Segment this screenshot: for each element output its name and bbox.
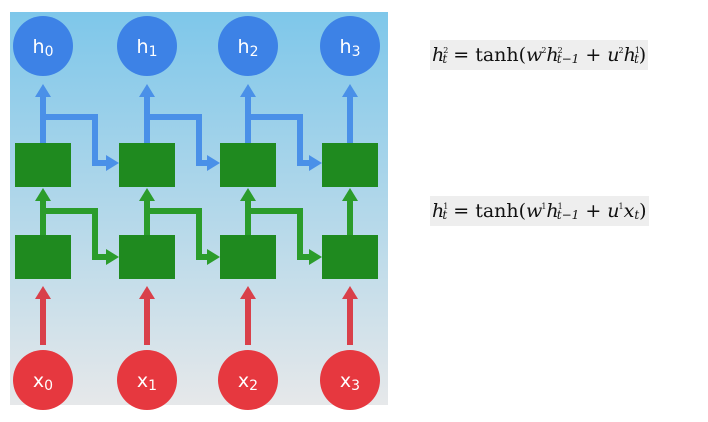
- layer1-cell-3: [322, 235, 378, 279]
- layer1-recurrent-arrow-1-head: [207, 249, 220, 265]
- input-label-1: x1: [137, 370, 157, 394]
- input-arrow-1-head: [139, 286, 155, 299]
- output-arrow-1-head: [139, 84, 155, 97]
- hidden-state-circle-2: [218, 16, 278, 76]
- layer1-recurrent-arrow-2-head: [309, 249, 322, 265]
- layer1-recurrent-arrow-1-line: [147, 208, 207, 260]
- layer2-cell-3: [322, 143, 378, 187]
- layer2-recurrent-arrow-1-line: [147, 114, 207, 166]
- input-arrow-1: [139, 286, 155, 345]
- input-circle-0: [13, 350, 73, 410]
- output-arrow-2-head: [240, 84, 256, 97]
- input-arrow-2: [240, 286, 256, 345]
- input-arrow-2-head: [240, 286, 256, 299]
- hidden-state-label-1: h1: [137, 36, 158, 60]
- equation-top: h2t = tanh(w2h2t−1 + u2h1t): [430, 40, 649, 70]
- output-arrow-0: [35, 84, 51, 143]
- layer2-recurrent-arrow-2-line: [248, 114, 309, 166]
- input-circle-3: [320, 350, 380, 410]
- input-circle-2: [218, 350, 278, 410]
- layer2-cell-2: [220, 143, 276, 187]
- layer2-recurrent-arrow-2-head: [309, 155, 322, 171]
- input-label-3: x3: [340, 370, 360, 394]
- input-arrow-3: [342, 286, 358, 345]
- layer1-to-layer2-arrow-2-head: [240, 188, 256, 201]
- layer1-to-layer2-arrow-2: [240, 188, 256, 235]
- hidden-state-label-2: h2: [238, 36, 259, 60]
- output-arrow-3-head: [342, 84, 358, 97]
- layer2-cell-1: [119, 143, 175, 187]
- output-arrow-3: [342, 84, 358, 143]
- layer2-recurrent-arrow-2: [248, 114, 322, 171]
- output-arrow-1: [139, 84, 155, 143]
- equation-bottom: h1t = tanh(w1h1t−1 + u1xt): [430, 196, 649, 226]
- input-arrow-0: [35, 286, 51, 345]
- hidden-state-label-3: h3: [340, 36, 361, 60]
- layer1-cell-0: [15, 235, 71, 279]
- layer2-recurrent-arrow-1: [147, 114, 220, 171]
- layer1-to-layer2-arrow-0-head: [35, 188, 51, 201]
- layer1-to-layer2-arrow-3-head: [342, 188, 358, 201]
- connectors: [35, 84, 358, 345]
- layer1-to-layer2-arrow-1-head: [139, 188, 155, 201]
- layer1-recurrent-arrow-1: [147, 208, 220, 265]
- layer2-recurrent-arrow-1-head: [207, 155, 220, 171]
- layer1-recurrent-arrow-0: [43, 208, 119, 265]
- layer1-recurrent-arrow-2: [248, 208, 322, 265]
- layer1-to-layer2-arrow-1: [139, 188, 155, 235]
- hidden-state-circle-1: [117, 16, 177, 76]
- layer2-recurrent-arrow-0-line: [43, 114, 106, 166]
- output-arrow-2: [240, 84, 256, 143]
- layer1-recurrent-arrow-0-line: [43, 208, 106, 260]
- layer1-to-layer2-arrow-3: [342, 188, 358, 235]
- layer1-cell-1: [119, 235, 175, 279]
- input-label-2: x2: [238, 370, 258, 394]
- layer2-recurrent-arrow-0: [43, 114, 119, 171]
- input-circle-1: [117, 350, 177, 410]
- layer2-cell-0: [15, 143, 71, 187]
- layer1-recurrent-arrow-2-line: [248, 208, 309, 260]
- input-label-0: x0: [33, 370, 53, 394]
- hidden-state-label-0: h0: [33, 36, 54, 60]
- nodes: h0 h1 h2 h3 x0 x1 x2 x3: [13, 16, 380, 410]
- output-arrow-0-head: [35, 84, 51, 97]
- input-arrow-3-head: [342, 286, 358, 299]
- input-arrow-0-head: [35, 286, 51, 299]
- hidden-state-circle-0: [13, 16, 73, 76]
- layer1-to-layer2-arrow-0: [35, 188, 51, 235]
- hidden-state-circle-3: [320, 16, 380, 76]
- layer2-recurrent-arrow-0-head: [106, 155, 119, 171]
- layer1-recurrent-arrow-0-head: [106, 249, 119, 265]
- layer1-cell-2: [220, 235, 276, 279]
